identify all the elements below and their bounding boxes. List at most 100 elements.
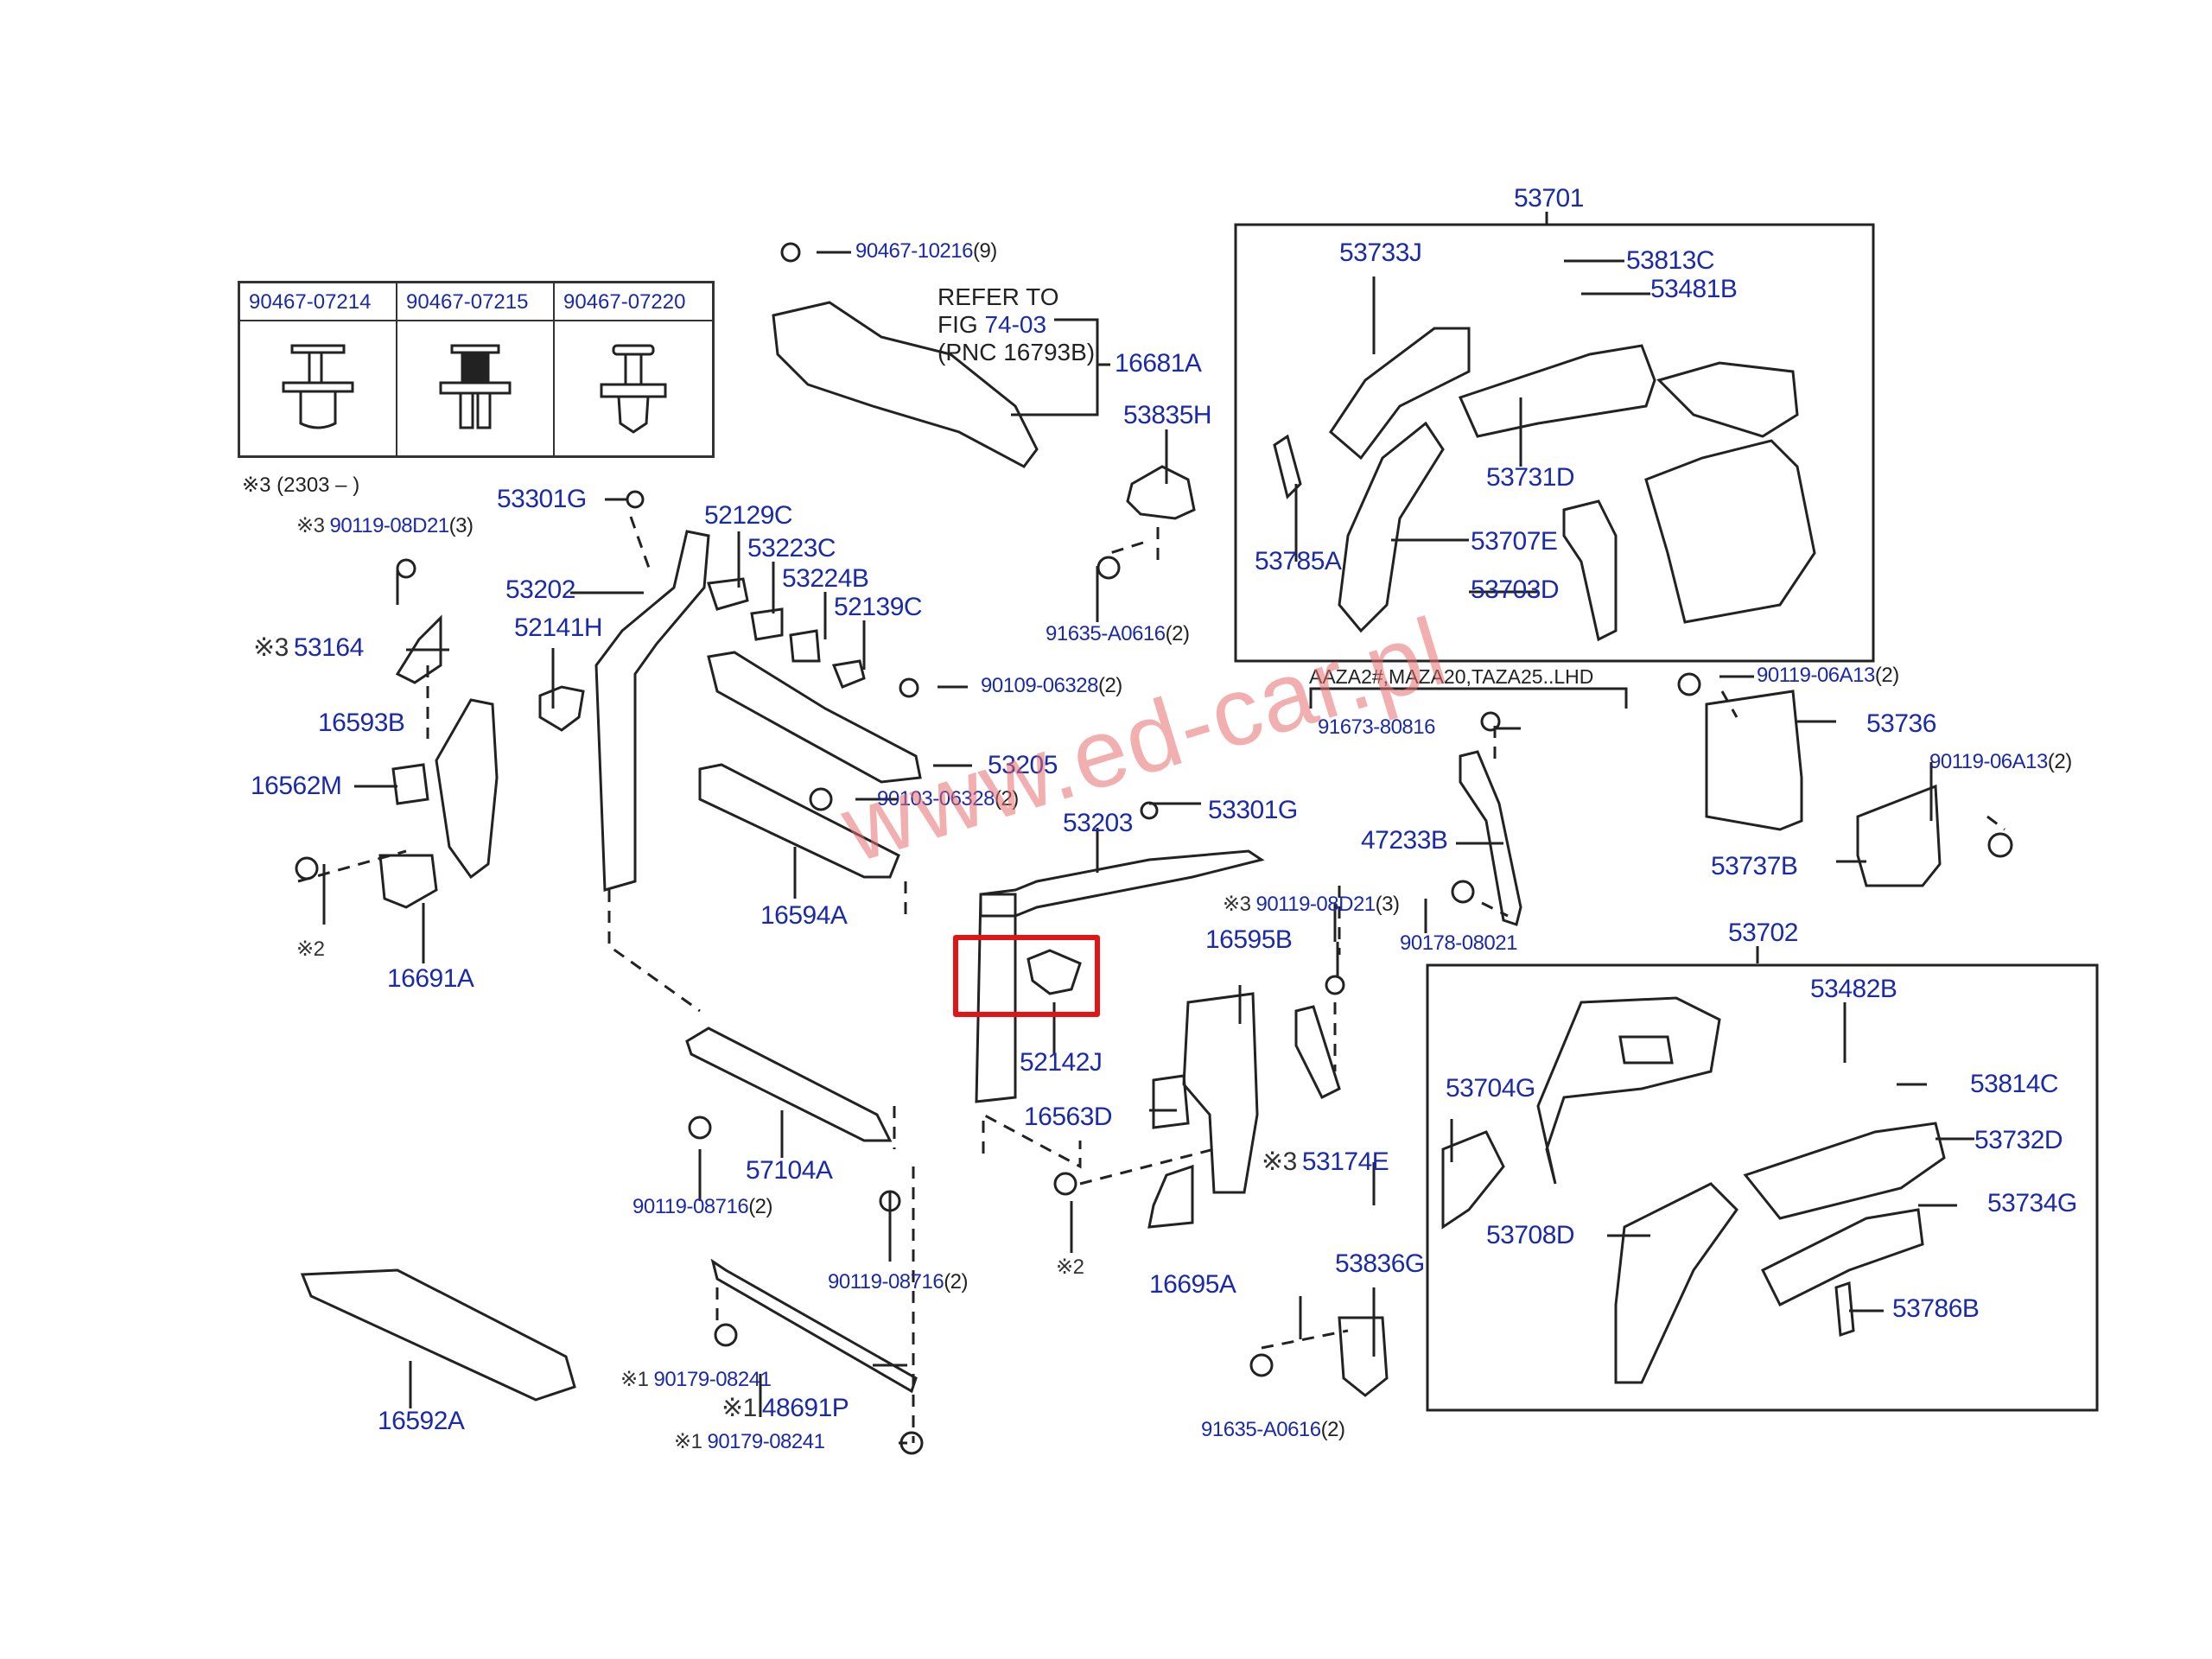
part-label-90103-06328[interactable]: 90103-06328(2) <box>877 789 1019 810</box>
part-number: 53164 <box>293 633 364 662</box>
figure-link[interactable]: 74-03 <box>984 311 1047 339</box>
part-label-90467-10216[interactable]: 90467-10216(9) <box>855 241 997 262</box>
part-label-90119-08716-left[interactable]: 90119-08716(2) <box>632 1195 773 1218</box>
part-label-90119-06A13-right[interactable]: 90119-06A13(2) <box>1929 752 2072 772</box>
part-label-16691A[interactable]: 16691A <box>387 966 474 992</box>
part-label-53734G[interactable]: 53734G <box>1987 1191 2077 1217</box>
part-label-53301G-top[interactable]: 53301G <box>497 486 587 512</box>
part-16595B <box>1182 992 1259 1194</box>
part-label-53737B[interactable]: 53737B <box>1711 854 1798 880</box>
part-number: 53223C <box>747 534 836 563</box>
part-label-91635-A0616-bottom[interactable]: 91635-A0616(2) <box>1201 1420 1345 1440</box>
part-number: 57104A <box>746 1156 833 1185</box>
part-label-53203[interactable]: 53203 <box>1063 810 1133 836</box>
part-53785A <box>1273 434 1302 499</box>
part-53482B-area <box>1618 1035 1674 1065</box>
part-label-52129C[interactable]: 52129C <box>704 503 793 529</box>
clip-icon-07215 <box>397 321 555 455</box>
part-number: 53702 <box>1728 918 1798 947</box>
part-label-53836G[interactable]: 53836G <box>1335 1251 1425 1277</box>
part-label-53786B[interactable]: 53786B <box>1892 1296 1980 1322</box>
part-label-16695A[interactable]: 16695A <box>1149 1272 1236 1298</box>
part-label-53301G-mid[interactable]: 53301G <box>1208 798 1298 823</box>
part-number: 90179-08241 <box>707 1430 825 1453</box>
part-number: 16592A <box>378 1407 465 1435</box>
part-label-53736[interactable]: 53736 <box>1866 711 1936 737</box>
part-52142J <box>1027 949 1082 995</box>
group-box-53701 <box>1234 223 1875 663</box>
part-label-53835H[interactable]: 53835H <box>1123 403 1212 429</box>
clip-header: 90467-07215 <box>397 283 555 321</box>
part-label-47233B[interactable]: 47233B <box>1361 828 1448 854</box>
part-label-note2-left[interactable]: ※2 <box>296 939 329 960</box>
part-label-53733J[interactable]: 53733J <box>1339 238 1422 267</box>
part-label-53223C[interactable]: 53223C <box>747 536 836 562</box>
part-label-16562M[interactable]: 16562M <box>251 773 342 799</box>
part-label-53202[interactable]: 53202 <box>505 577 575 603</box>
part-label-90119-06A13-top[interactable]: 90119-06A13(2) <box>1757 665 1899 686</box>
part-label-53224B[interactable]: 53224B <box>782 566 869 592</box>
quantity: (2) <box>2047 750 2072 773</box>
part-label-53785A[interactable]: 53785A <box>1255 547 1342 575</box>
part-number: 53301G <box>1208 796 1298 824</box>
part-label-16595B[interactable]: 16595B <box>1205 927 1293 953</box>
part-label-53732D[interactable]: 53732D <box>1974 1128 2063 1154</box>
part-number: 90178-08021 <box>1400 931 1517 955</box>
part-label-52142J[interactable]: 52142J <box>1020 1050 1103 1076</box>
part-label-57104A[interactable]: 57104A <box>746 1156 833 1185</box>
part-label-16681A[interactable]: 16681A <box>1115 351 1202 377</box>
part-label-53707E[interactable]: 53707E <box>1471 527 1558 556</box>
part-number: 53707E <box>1471 527 1558 556</box>
part-number: 53731D <box>1486 463 1575 492</box>
quantity: (2) <box>994 787 1019 810</box>
part-label-90109-06328[interactable]: 90109-06328(2) <box>981 676 1122 696</box>
part-label-90178-08021[interactable]: 90178-08021 <box>1400 933 1517 954</box>
part-label-53701[interactable]: 53701 <box>1514 186 1584 212</box>
part-label-53708D[interactable]: 53708D <box>1486 1223 1575 1249</box>
part-label-53731D[interactable]: 53731D <box>1486 463 1575 492</box>
part-label-53481B[interactable]: 53481B <box>1650 276 1738 302</box>
part-label-53704G[interactable]: 53704G <box>1446 1076 1535 1102</box>
quantity: (2) <box>748 1195 773 1218</box>
part-number: 90119-06A13 <box>1929 750 2048 773</box>
part-label-16563D[interactable]: 16563D <box>1024 1104 1113 1130</box>
part-label-91635-A0616-top[interactable]: 91635-A0616(2) <box>1046 624 1190 645</box>
part-number: 53785A <box>1255 547 1342 575</box>
part-53203 <box>979 849 1265 918</box>
part-number: 16691A <box>387 964 474 993</box>
part-label-16592A[interactable]: 16592A <box>378 1407 465 1435</box>
refer-line2[interactable]: FIG 74-03 <box>938 311 1047 339</box>
clip-reference-table: 90467-07214 90467-07215 90467-07220 <box>238 281 715 458</box>
clip-footnote: ※3 (2303 – ) <box>242 474 360 497</box>
part-label-53482B[interactable]: 53482B <box>1810 976 1897 1002</box>
footnote-marker: ※3 <box>1223 893 1251 916</box>
group-box-53702 <box>1426 963 2099 1412</box>
part-label-53703D[interactable]: 53703D <box>1471 577 1560 603</box>
part-label-16594A[interactable]: 16594A <box>760 903 848 929</box>
part-label-53702[interactable]: 53702 <box>1728 920 1798 946</box>
quantity: (3) <box>448 514 474 537</box>
part-label-52141H[interactable]: 52141H <box>514 615 603 641</box>
part-label-16593B[interactable]: 16593B <box>318 710 405 736</box>
part-53734G <box>1760 1208 1924 1307</box>
part-number: 53205 <box>988 751 1058 779</box>
part-16681A <box>772 301 1039 468</box>
part-label-note2-mid[interactable]: ※2 <box>1056 1257 1089 1278</box>
part-label-53205[interactable]: 53205 <box>988 753 1058 779</box>
part-16563D <box>1152 1074 1190 1129</box>
part-number: 90119-08716 <box>828 1270 944 1294</box>
part-label-90119-08716-right[interactable]: 90119-08716(2) <box>828 1270 969 1294</box>
part-label-52139C[interactable]: 52139C <box>834 594 923 620</box>
part-label-53813C[interactable]: 53813C <box>1626 248 1715 274</box>
part-label-53814C[interactable]: 53814C <box>1970 1071 2059 1097</box>
part-label-91673-80816[interactable]: 91673-80816 <box>1318 717 1435 738</box>
part-number: 53736 <box>1866 709 1936 738</box>
part-number: 53733J <box>1339 238 1422 267</box>
